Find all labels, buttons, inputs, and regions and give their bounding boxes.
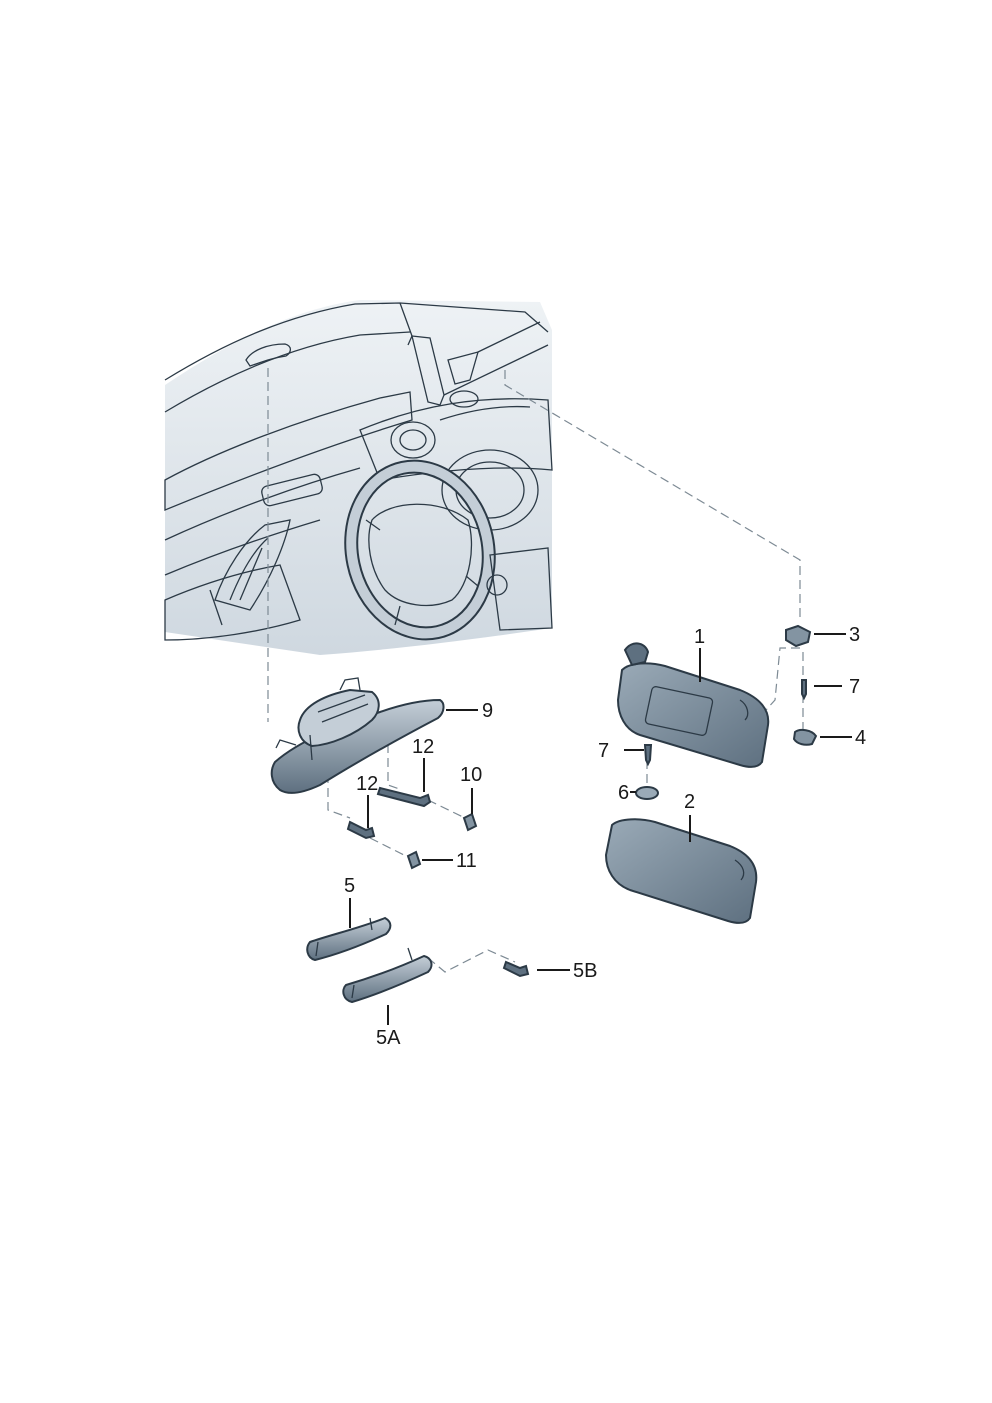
callout-labels: 1 2 3 4 5 5A 5B 6 7 7 9 10 11 12 12 bbox=[344, 624, 866, 1049]
callout-5b: 5B bbox=[573, 960, 597, 982]
door-pull bbox=[214, 519, 291, 611]
part-12-screw-lower bbox=[346, 820, 376, 840]
air-vent-left bbox=[390, 421, 436, 459]
callout-12-upper: 12 bbox=[412, 736, 434, 758]
visor-body bbox=[616, 662, 770, 768]
part-5b-screw bbox=[502, 960, 530, 978]
callout-11: 11 bbox=[456, 850, 477, 872]
callout-4: 4 bbox=[855, 727, 866, 749]
part-4-cover-cap bbox=[792, 728, 818, 746]
a-pillar bbox=[411, 335, 445, 406]
callout-6: 6 bbox=[618, 782, 629, 804]
door-bin bbox=[164, 564, 301, 641]
part-2-sun-visor bbox=[604, 818, 758, 924]
roof-grab-handle bbox=[245, 343, 292, 367]
steering-wheel-hub bbox=[368, 503, 473, 607]
callout-12-lower: 12 bbox=[356, 773, 378, 795]
part-3-visor-clip bbox=[785, 624, 812, 648]
callout-7-lower: 7 bbox=[598, 740, 609, 762]
center-console bbox=[489, 547, 553, 631]
vanity-mirror bbox=[644, 686, 714, 736]
part-5a-grab-handle-with-hook bbox=[342, 947, 433, 1004]
callout-leaders bbox=[349, 633, 852, 1025]
visor-body-plain bbox=[604, 818, 758, 924]
callout-7-upper: 7 bbox=[849, 676, 860, 698]
callout-2: 2 bbox=[684, 791, 695, 813]
callout-5: 5 bbox=[344, 875, 355, 897]
part-7-screw-upper bbox=[801, 679, 807, 701]
door-panel bbox=[164, 391, 413, 511]
bracket-hinge-housing bbox=[297, 688, 380, 748]
part-9-visor-mount-bracket bbox=[270, 677, 445, 794]
part-1-sun-visor-with-mirror bbox=[616, 642, 770, 768]
part-6-cap bbox=[635, 786, 659, 800]
windshield-corner-window bbox=[447, 351, 479, 385]
part-11-clip-nut bbox=[406, 850, 422, 870]
part-10-clip-nut bbox=[462, 812, 478, 832]
door-trim-recess bbox=[261, 473, 323, 507]
callout-10: 10 bbox=[460, 764, 482, 786]
air-vent-center bbox=[449, 390, 479, 408]
part-12-screw-upper bbox=[376, 786, 432, 808]
visor-pivot-rod bbox=[623, 642, 650, 667]
callout-1: 1 bbox=[694, 626, 705, 648]
callout-3: 3 bbox=[849, 624, 860, 646]
vehicle-interior-illustration bbox=[164, 300, 553, 655]
callout-5a: 5A bbox=[376, 1027, 401, 1049]
part-5-grab-handle bbox=[306, 916, 392, 962]
interior-backdrop bbox=[165, 300, 552, 655]
headliner bbox=[164, 302, 549, 381]
part-7-screw-lower bbox=[643, 744, 653, 767]
callout-9: 9 bbox=[482, 700, 493, 722]
